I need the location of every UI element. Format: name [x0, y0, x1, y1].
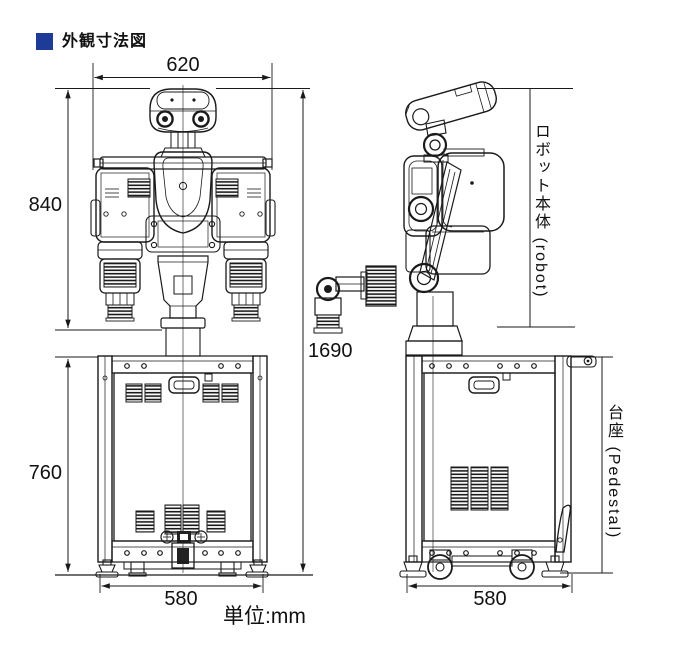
side-forearm — [335, 265, 397, 307]
pedestal-label: 台座 (Pedestal) — [605, 404, 622, 540]
dim-label-760: 760 — [28, 462, 62, 484]
side-elbow-joint — [408, 262, 440, 294]
front-lower-vents — [135, 504, 226, 535]
page-title: 外観寸法図 — [62, 33, 148, 50]
side-gripper — [313, 276, 343, 334]
dim-label-580-front: 580 — [164, 588, 198, 610]
robot-body-label: ロボット本体 (robot) — [532, 123, 549, 299]
front-bottom-rail — [111, 540, 254, 570]
side-bottom-rail — [421, 540, 556, 567]
dim-label-1690: 1690 — [308, 340, 353, 362]
side-casters — [427, 549, 535, 580]
side-brake-lever — [555, 504, 571, 553]
side-vents — [450, 466, 509, 511]
side-trunk — [405, 291, 463, 356]
side-feet — [399, 555, 569, 578]
side-door-panel — [423, 372, 556, 542]
front-left-arm — [90, 167, 155, 322]
side-top-rail — [421, 355, 556, 374]
front-hip — [145, 215, 221, 253]
side-handle — [468, 372, 511, 394]
front-torso — [153, 151, 213, 234]
front-view-pedestal — [95, 355, 269, 578]
left-eye — [156, 110, 174, 128]
front-upper-vents — [125, 383, 239, 403]
side-lower-body — [405, 225, 491, 275]
unit-note: 単位:mm — [223, 605, 306, 628]
right-eye — [192, 110, 210, 128]
dim-label-840: 840 — [28, 194, 62, 216]
side-view-pedestal — [399, 355, 597, 580]
front-connectors — [160, 530, 208, 544]
side-head — [405, 81, 497, 131]
dim-label-620: 620 — [166, 54, 200, 76]
dim-label-580-side: 580 — [473, 588, 507, 610]
dimension-lines — [55, 63, 613, 593]
front-right-arm — [211, 167, 276, 322]
front-view-robot — [90, 85, 276, 573]
side-torso — [403, 148, 505, 237]
front-top-rail — [111, 355, 254, 374]
front-handle — [168, 373, 213, 394]
title-bullet-square — [36, 33, 53, 50]
